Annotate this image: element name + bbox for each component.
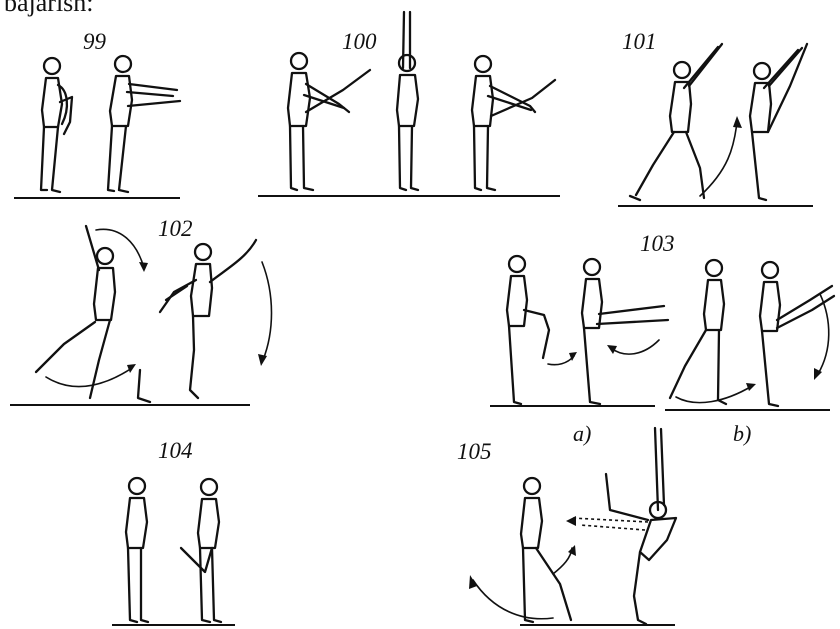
exercise-figure-99 xyxy=(41,56,180,192)
exercise-figure-104 xyxy=(126,478,221,622)
exercise-figure-100 xyxy=(288,12,555,190)
exercise-figure-103 xyxy=(507,256,834,406)
exercise-figure-102 xyxy=(36,226,272,402)
ground-lines xyxy=(10,196,830,625)
exercise-figure-101 xyxy=(630,44,807,200)
exercise-figure-105 xyxy=(469,428,676,624)
